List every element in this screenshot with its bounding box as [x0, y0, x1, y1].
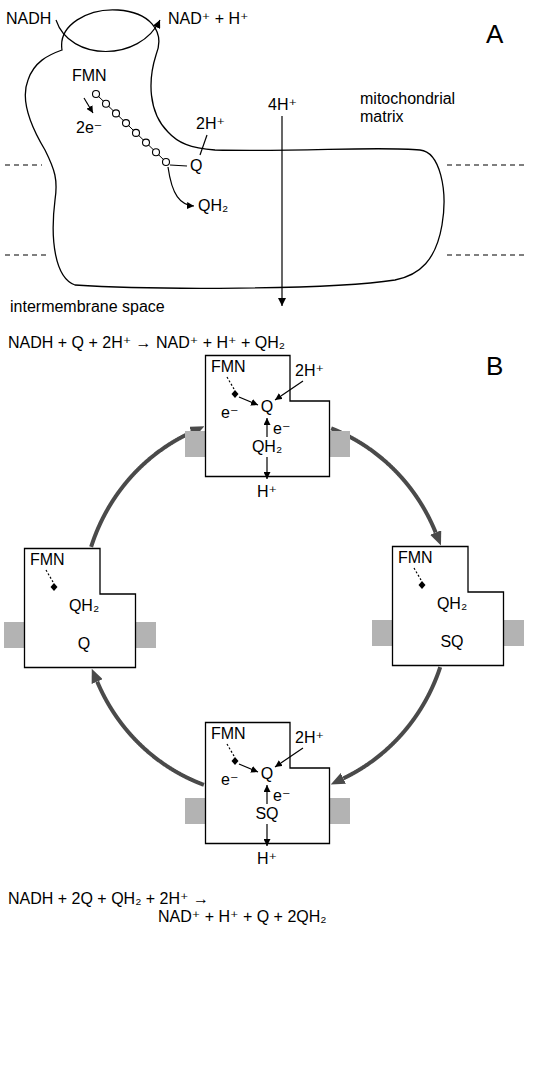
node-outline: [18, 6, 452, 296]
iron-sulfur-cluster: [143, 139, 150, 146]
node-text: FMN: [72, 68, 107, 84]
iron-sulfur-cluster: [113, 110, 120, 117]
product-label: NAD⁺ + H⁺: [168, 10, 248, 28]
cycle-arrow: [91, 432, 192, 547]
node-text: Q: [190, 158, 202, 174]
membrane-block: [4, 622, 24, 648]
dashed-electron-path: [227, 377, 234, 389]
proton-pumping-arrow: [281, 116, 282, 306]
proton-uptake-line: [200, 135, 207, 155]
quinone-site-line: [170, 165, 187, 166]
substrate-label: NADH: [6, 10, 51, 28]
node-text: 2H⁺: [295, 363, 324, 379]
membrane-line: [5, 165, 528, 255]
panel-letter: B: [486, 352, 503, 382]
cycle-arrow: [343, 667, 440, 778]
membrane-line: [5, 164, 42, 165]
iron-sulfur-cluster: [93, 91, 100, 98]
electron-arrow: [239, 397, 258, 405]
node-text: 2H⁺: [295, 730, 324, 746]
electron-arrow: [266, 785, 267, 804]
node-text: QH₂: [198, 198, 228, 214]
membrane-block: [185, 431, 205, 457]
node-text: H⁺: [257, 851, 277, 867]
node-text: QH₂: [437, 596, 467, 612]
reaction-equation: NADH + Q + 2H⁺ → NAD⁺ + H⁺ + QH₂: [8, 334, 285, 352]
equation-line: NADH + 2Q + QH₂ + 2H⁺ →: [8, 890, 326, 908]
compartment-label: mitochondrial matrix: [360, 90, 470, 127]
membrane-block: [136, 622, 156, 648]
enzyme-state-box: FMN QH₂ SQ: [392, 546, 504, 666]
proton-line: [275, 381, 303, 400]
cluster-diamond: [51, 583, 58, 591]
node-text: QH₂: [252, 439, 282, 455]
enzyme-state-box: FMN2H⁺e⁻Qe⁻SQH⁺: [205, 722, 330, 844]
membrane-line: [447, 164, 528, 165]
node-text: SQ: [255, 806, 278, 822]
iron-sulfur-cluster: [123, 120, 130, 127]
cluster-diamond: [232, 757, 239, 765]
panel-letter: A: [486, 20, 503, 50]
electron-chain-line: [96, 94, 166, 162]
node-text: FMN: [398, 550, 433, 566]
membrane-block: [372, 620, 392, 646]
complex-i-outline: FMN 2e⁻ 2H⁺ Q QH₂: [18, 6, 452, 296]
enzyme-state-box: FMN2H⁺e⁻Qe⁻QH₂H⁺: [205, 355, 330, 477]
node-text: FMN: [211, 359, 246, 375]
dashed-electron-path: [46, 570, 53, 582]
proton-line: [275, 748, 303, 767]
node-text: 2e⁻: [76, 120, 102, 136]
proton-label: 4H⁺: [268, 96, 297, 114]
node-text: SQ: [440, 634, 463, 650]
dashed-electron-path: [414, 568, 421, 580]
compartment-label: intermembrane space: [10, 298, 165, 316]
iron-sulfur-cluster: [163, 159, 170, 166]
electron-flow-arrow: [84, 98, 93, 113]
proton-release-arrow: [266, 824, 267, 846]
membrane-block: [185, 798, 205, 824]
cycle-arrow: [97, 682, 204, 785]
proton-release-arrow: [266, 457, 267, 479]
electron-arrow: [266, 418, 267, 437]
node-text: FMN: [30, 552, 65, 568]
membrane-block: [330, 431, 350, 457]
iron-sulfur-cluster: [103, 100, 110, 107]
node-text: FMN: [211, 726, 246, 742]
membrane-block: [504, 620, 524, 646]
node-text: e⁻: [221, 772, 238, 788]
cluster-diamond: [419, 581, 426, 589]
iron-sulfur-chain: [93, 91, 170, 166]
node-text: Q: [78, 636, 90, 652]
node-text: e⁻: [273, 788, 290, 804]
node-text: 2H⁺: [196, 116, 225, 132]
dashed-electron-path: [227, 744, 234, 756]
node-text: Q: [261, 399, 273, 415]
cluster-diamond: [232, 390, 239, 398]
node-text: H⁺: [257, 484, 277, 500]
node-text: QH₂: [69, 598, 99, 614]
membrane-block: [330, 798, 350, 824]
reaction-equation: NADH + 2Q + QH₂ + 2H⁺ →NAD⁺ + H⁺ + Q + 2…: [8, 890, 326, 927]
equation-line: NAD⁺ + H⁺ + Q + 2QH₂: [158, 908, 326, 926]
l-shaped-box: [25, 549, 136, 668]
l-shaped-box: [393, 547, 504, 666]
electron-arrow: [239, 764, 258, 772]
membrane-line: [447, 254, 528, 255]
membrane-line: [5, 254, 46, 255]
complex-i-outline: [25, 10, 444, 288]
node-text: Q: [261, 766, 273, 782]
enzyme-state-box: FMN QH₂ Q: [24, 548, 136, 668]
iron-sulfur-cluster: [133, 129, 140, 136]
iron-sulfur-cluster: [153, 149, 160, 156]
node-text: e⁻: [273, 421, 290, 437]
node-text: e⁻: [221, 405, 238, 421]
